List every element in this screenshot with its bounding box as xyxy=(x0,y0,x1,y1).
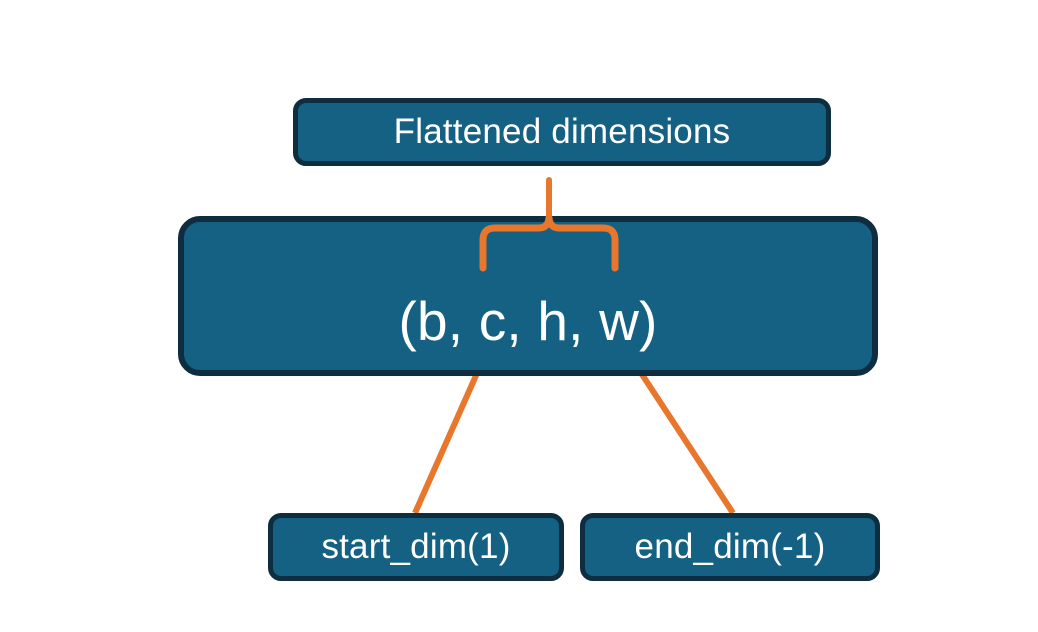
tensor-shape-label: (b, c, h, w) xyxy=(398,290,658,352)
end-dim-label: end_dim(-1) xyxy=(634,527,826,566)
start-dim-box[interactable]: start_dim(1) xyxy=(268,513,564,581)
flattened-dimensions-box[interactable]: Flattened dimensions xyxy=(293,98,831,166)
start-dim-label: start_dim(1) xyxy=(321,527,511,566)
end-dim-box[interactable]: end_dim(-1) xyxy=(580,513,880,581)
tensor-shape-box[interactable]: (b, c, h, w) xyxy=(178,216,878,376)
flattened-dimensions-label: Flattened dimensions xyxy=(393,112,731,151)
